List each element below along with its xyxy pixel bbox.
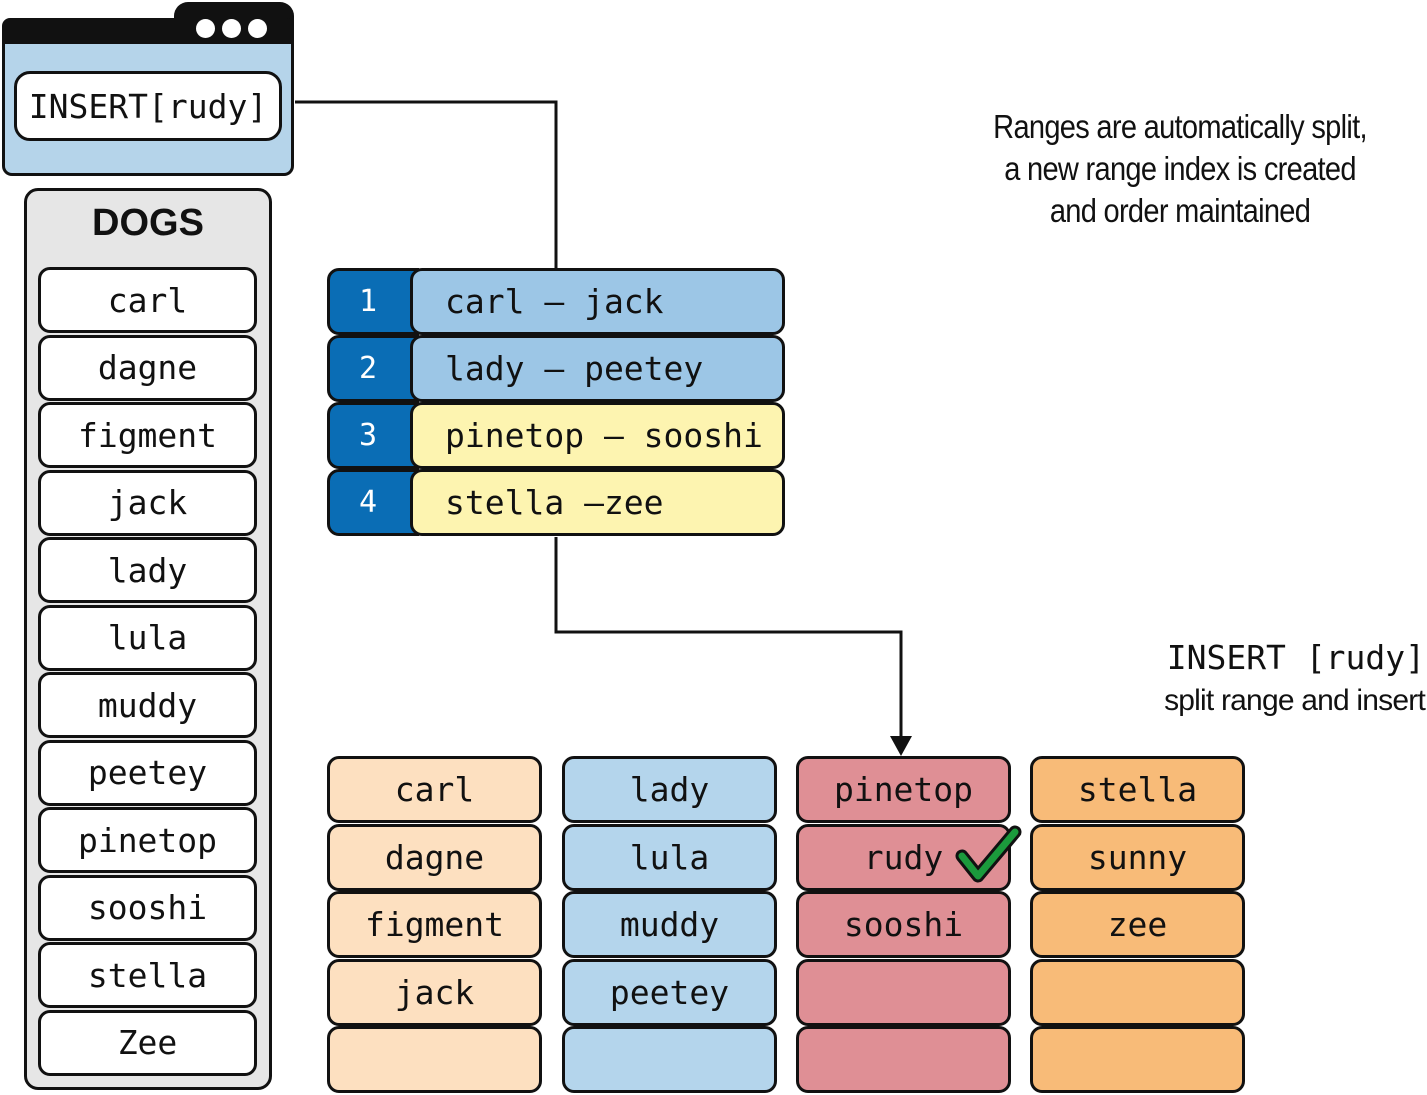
range-4-cell: stella: [1030, 756, 1245, 823]
range-4-cell: [1030, 958, 1245, 1026]
range-index-range: carl – jack: [410, 268, 785, 335]
range-2-cell: lula: [562, 823, 777, 891]
window-dot-icon: [248, 19, 267, 38]
range-2-cell: muddy: [562, 891, 777, 958]
window-dot-icon: [222, 19, 241, 38]
range-3-cell: [796, 1026, 1011, 1093]
range-2-cell: peetey: [562, 958, 777, 1026]
range-3-cell: rudy: [796, 823, 1011, 891]
dog-row: sooshi: [38, 874, 257, 941]
dog-row: lady: [38, 537, 257, 603]
range-3-cell: pinetop: [796, 756, 1011, 823]
range-1-cell: figment: [327, 891, 542, 958]
dog-row: dagne: [38, 334, 257, 401]
split-note-line: a new range index is created: [1004, 150, 1356, 187]
split-note-line: Ranges are automatically split,: [993, 108, 1367, 145]
index-to-range-line: [554, 537, 903, 738]
range-index-id: 1: [327, 268, 419, 335]
dog-row: peetey: [38, 739, 257, 806]
range-index-range: pinetop – sooshi: [410, 402, 785, 469]
arrow-head-icon: [890, 736, 912, 756]
range-index-id: 3: [327, 402, 419, 469]
range-2-cell: lady: [562, 756, 777, 823]
range-4-cell: zee: [1030, 891, 1245, 958]
query-to-index-line: [295, 100, 558, 268]
insert-label: INSERT [rudy]: [1166, 638, 1425, 677]
range-4-cell: [1030, 1026, 1245, 1093]
dog-row: carl: [38, 267, 257, 333]
range-3-cell: sooshi: [796, 891, 1011, 958]
range-1-cell: dagne: [327, 823, 542, 891]
range-index-id: 2: [327, 335, 419, 402]
window-dot-icon: [196, 19, 215, 38]
insert-sublabel: split range and insert: [1164, 684, 1426, 717]
query-box: INSERT[rudy]: [14, 71, 282, 141]
dog-row: Zee: [38, 1009, 257, 1076]
range-1-cell: [327, 1026, 542, 1093]
dog-row: muddy: [38, 672, 257, 738]
dog-row: stella: [38, 942, 257, 1008]
split-note: Ranges are automatically split, a new ra…: [960, 106, 1400, 232]
range-index-range: lady – peetey: [410, 335, 785, 402]
dog-row: pinetop: [38, 807, 257, 873]
range-3-cell: [796, 958, 1011, 1026]
split-note-line: and order maintained: [1049, 192, 1311, 229]
dog-row: lula: [38, 604, 257, 671]
dog-row: figment: [38, 402, 257, 468]
range-index-id: 4: [327, 469, 419, 536]
range-4-cell: sunny: [1030, 823, 1245, 891]
range-2-cell: [562, 1026, 777, 1093]
dog-row: jack: [38, 469, 257, 536]
range-index-range: stella –zee: [410, 469, 785, 536]
window-titlebar: [2, 18, 294, 48]
dogs-title: DOGS: [92, 202, 204, 244]
range-1-cell: carl: [327, 756, 542, 823]
range-1-cell: jack: [327, 958, 542, 1026]
